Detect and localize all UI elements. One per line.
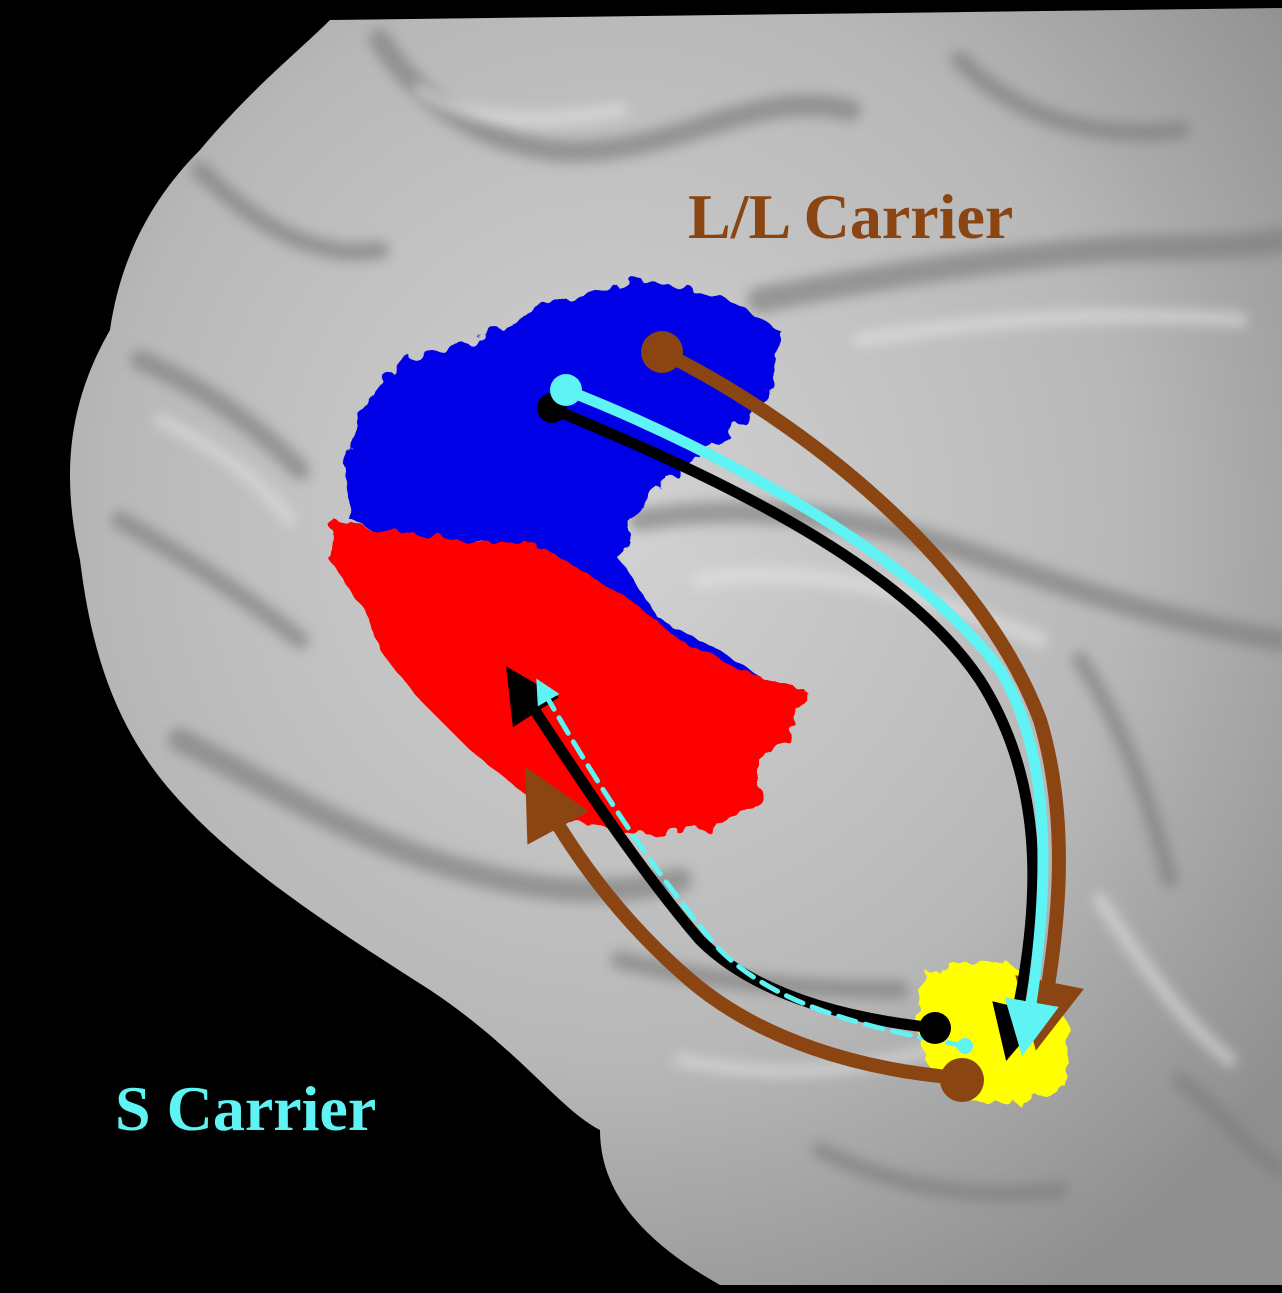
ll-carrier-label: L/L Carrier — [688, 180, 1013, 254]
s-carrier-label: S Carrier — [115, 1072, 376, 1146]
common-return-node — [919, 1012, 951, 1044]
ll-return-node — [940, 1058, 984, 1102]
s-return-node — [957, 1038, 973, 1054]
s-start-node — [550, 374, 582, 406]
ll-start-node — [641, 331, 683, 373]
